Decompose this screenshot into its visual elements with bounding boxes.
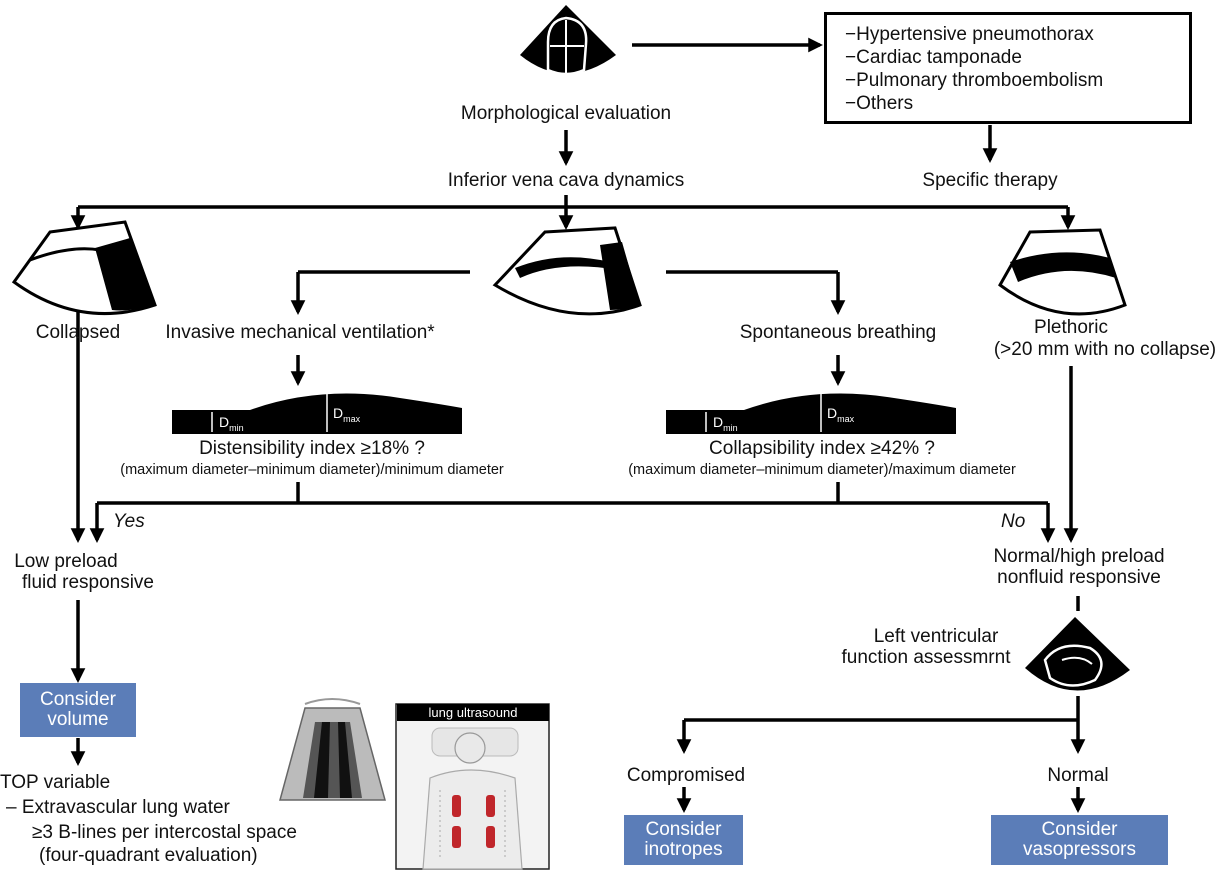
dmin-label: Dmin <box>219 414 244 433</box>
mode-branch-lines <box>290 270 846 386</box>
action-label: Consider <box>1041 819 1118 840</box>
normal-ivc-icon <box>492 226 642 316</box>
low-preload-label: Low preload <box>14 551 118 572</box>
distensibility-strip <box>172 392 462 434</box>
action-label: Consider <box>645 819 722 840</box>
conditions-box: −Hypertensive pneumothorax −Cardiac tamp… <box>824 12 1192 124</box>
collapsibility-formula: (maximum diameter–minimum diameter)/maxi… <box>628 462 1016 478</box>
yes-label: Yes <box>113 511 145 532</box>
dmin-label: Dmin <box>713 414 738 433</box>
cardiac-ultrasound-icon <box>520 5 616 76</box>
normal-function-label: Normal <box>1047 765 1109 786</box>
plethoric-ivc-icon <box>998 228 1127 316</box>
lung-probe-icon <box>279 698 386 801</box>
collapsibility-index-label: Collapsibility index ≥42% ? <box>709 438 935 459</box>
lv-function-label-1: Left ventricular <box>873 626 999 647</box>
lung-ultrasound-title: lung ultrasound <box>397 704 549 721</box>
action-label: vasopressors <box>1023 839 1136 860</box>
plethoric-label: Plethoric <box>1034 317 1108 338</box>
condition-item: −Others <box>845 93 914 114</box>
lv-ultrasound-icon <box>1025 617 1130 691</box>
ivc-branch-lines <box>70 195 1076 230</box>
distensibility-index-label: Distensibility index ≥18% ? <box>199 438 425 459</box>
lung-ultrasound-photo <box>395 703 550 870</box>
specific-therapy-label: Specific therapy <box>922 170 1058 191</box>
condition-item: −Cardiac tamponade <box>845 47 1022 68</box>
action-label: Consider <box>39 689 117 710</box>
fluid-responsive-label: fluid responsive <box>21 572 155 593</box>
morphological-evaluation-label: Morphological evaluation <box>460 103 672 124</box>
action-label: inotropes <box>644 839 723 860</box>
invasive-ventilation-label: Invasive mechanical ventilation* <box>165 322 435 343</box>
nonfluid-responsive-label: nonfluid responsive <box>997 567 1161 588</box>
stop-variable-note: (four-quadrant evaluation) <box>39 845 258 866</box>
stop-variable-item: – Extravascular lung water <box>6 797 230 818</box>
dmax-label: Dmax <box>333 405 361 424</box>
index-decision-lines <box>70 310 1086 813</box>
stop-variable-title: TOP variable <box>0 772 111 793</box>
distensibility-formula: (maximum diameter–minimum diameter)/mini… <box>120 462 504 478</box>
ivc-dynamics-label: Inferior vena cava dynamics <box>447 170 685 191</box>
dmax-label: Dmax <box>827 405 855 424</box>
stop-variable-criterion: ≥3 B-lines per intercostal space <box>32 822 297 843</box>
condition-item: −Hypertensive pneumothorax <box>845 24 1094 45</box>
action-label: volume <box>47 709 109 730</box>
plethoric-criteria-label: (>20 mm with no collapse) <box>993 339 1217 360</box>
no-label: No <box>1001 511 1026 532</box>
normal-preload-label: Normal/high preload <box>993 546 1165 567</box>
condition-item: −Pulmonary thromboembolism <box>845 70 1104 91</box>
lv-function-label-2: function assessmrnt <box>841 647 1011 668</box>
collapsibility-strip <box>666 392 956 434</box>
collapsed-label: Collapsed <box>35 322 121 343</box>
collapsed-ivc-icon <box>11 220 157 315</box>
compromised-label: Compromised <box>626 765 746 786</box>
spontaneous-breathing-label: Spontaneous breathing <box>739 322 937 343</box>
